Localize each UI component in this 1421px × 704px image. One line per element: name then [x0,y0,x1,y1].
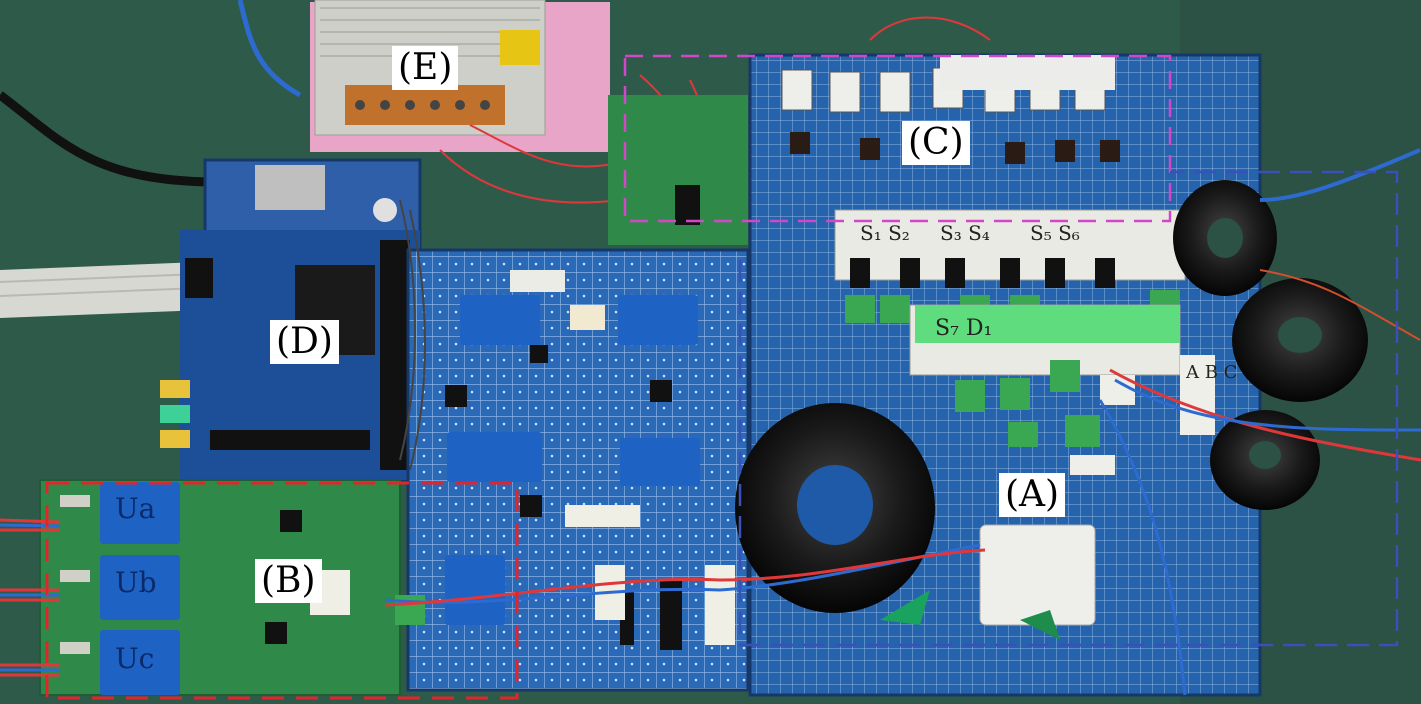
switch-label-s5s6: S₅ S₆ [1030,221,1080,245]
white-strip [940,55,1115,90]
usb-connector [255,165,325,210]
voltage-sensor-uc [100,630,180,695]
current-sensor-1 [460,295,540,345]
psu-terminal-block [345,85,505,125]
label-d: (D) [270,320,339,364]
power-cable [0,91,211,187]
box-a [738,170,1399,647]
label-b: (B) [255,559,322,603]
box-c [623,54,1172,223]
abc-tag [1180,355,1215,435]
transformer-a [979,524,1096,626]
label-c: (C) [902,121,970,165]
label-a: (A) [999,473,1066,517]
voltage-sensor-ub [100,555,180,620]
switch-label-s1s2: S₁ S₂ [860,221,910,245]
switch-label-s3s4: S₃ S₄ [940,221,990,245]
voltage-sensor-ua [100,482,180,544]
current-sensor-5 [445,555,505,625]
abc-label: A B C [1185,362,1237,383]
ua-label: Ua [115,492,155,525]
ub-label: Ub [115,566,157,599]
current-sensor-3 [447,432,542,482]
switch-label-s7d1: S₇ D₁ [935,316,992,341]
pin-header [380,240,410,470]
current-sensor-4 [620,438,700,486]
current-sensor-2 [618,295,698,345]
green-tape [915,305,1180,343]
uc-label: Uc [115,642,154,675]
box-b [45,481,519,700]
psu-warning-sticker [500,30,540,65]
label-e: (E) [392,46,459,90]
